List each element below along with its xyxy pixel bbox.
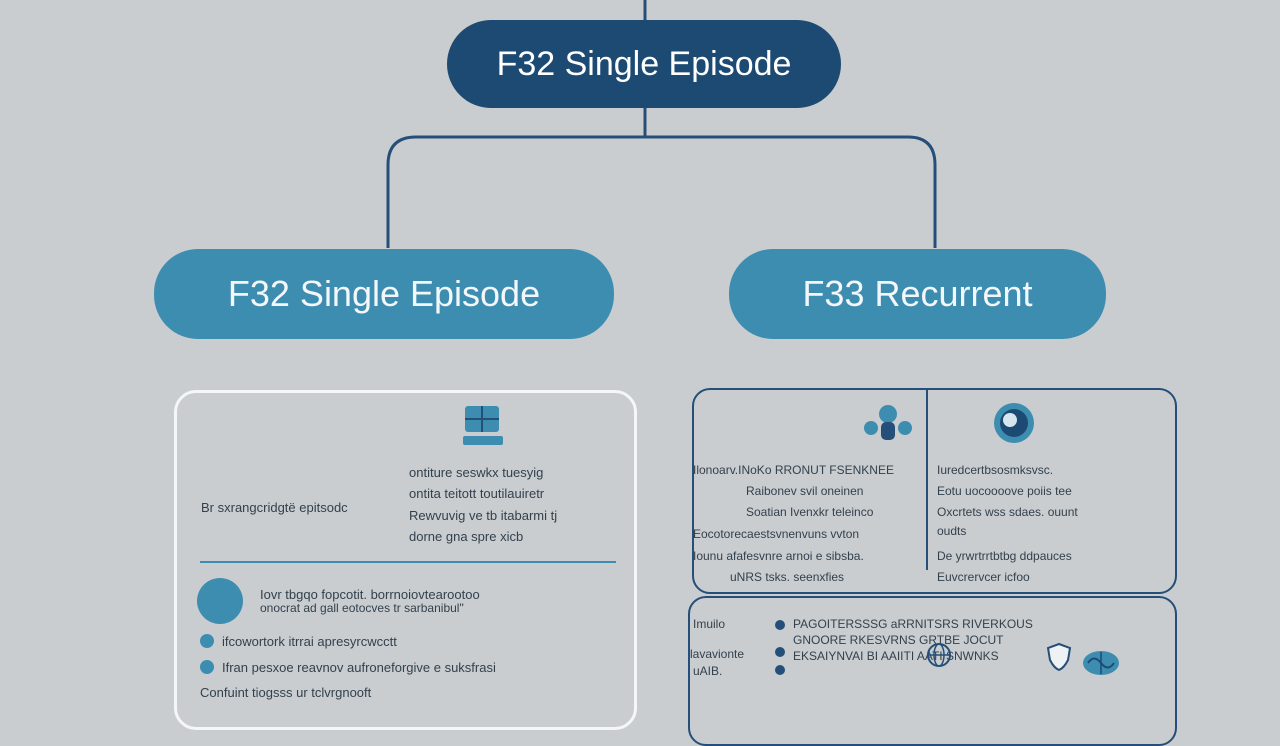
left-card-intro-line: onocrat ad gall eotocves tr sarbanibul": [260, 601, 464, 615]
bullet-dot-icon: [200, 634, 214, 648]
right-card-line: uNRS tsks. seenxfies: [730, 570, 845, 584]
left-card-bullet: ifcowortork itrrai apresyrcwcctt: [222, 634, 397, 649]
left-card-intro-line: Iovr tbgqo fopcotit. borrnoiovtearootoo: [260, 587, 480, 602]
brain-icon: [1083, 651, 1119, 675]
bullet-dot-icon: [775, 647, 785, 657]
right-card-line: Raibonev svil oneinen: [746, 484, 864, 498]
bullet-dot-icon: [775, 620, 785, 630]
left-card-bullet: Ifran pesxoe reavnov aufroneforgive e su…: [222, 660, 496, 675]
bullet-dot-icon: [197, 578, 243, 624]
branch-node-label: F32 Single Episode: [227, 273, 541, 314]
right-card-line: Iuredcertbsosmksvsc.: [937, 463, 1054, 477]
right-bottom-label: uAIB.: [693, 664, 723, 678]
shield-icon: [1046, 642, 1072, 672]
people-group-icon: [864, 405, 912, 440]
left-card-footer: Confuint tiogsss ur tclvrgnooft: [200, 685, 372, 700]
right-card-line: Ilonoarv.INoKo RRONUT FSENKNEE: [693, 463, 894, 477]
branch-node-single-episode[interactable]: F32 Single Episode: [154, 249, 614, 339]
left-card-side-label: Br sxrangcridgtë epitsodc: [201, 500, 348, 515]
left-detail-card: [174, 390, 637, 730]
root-node-label: F32 Single Episode: [496, 44, 792, 83]
right-card-line: Eocotorecaestsvnenvuns vvton: [693, 527, 860, 541]
connector-branch-split: [386, 135, 937, 248]
left-card-line: Rewvuvig ve tb itabarmi tj: [409, 508, 558, 523]
head-profile-icon: [994, 403, 1034, 443]
right-card-line: Iounu afafesvnre arnoi e sibsba.: [693, 549, 864, 563]
branch-node-label: F33 Recurrent: [802, 273, 1033, 314]
right-card-line: De yrwrtrrtbtbg ddpauces: [937, 549, 1072, 563]
right-bottom-line: EKSAIYNVAI BI AAIITI AATI SNWNKS: [793, 649, 999, 663]
left-card-divider: [200, 561, 616, 563]
globe-icon: [927, 643, 951, 667]
bullet-dot-icon: [200, 660, 214, 674]
right-card-line: Oxcrtets wss sdaes. ouunt: [937, 505, 1078, 519]
monitor-icon: [463, 406, 503, 445]
right-card-line: oudts: [937, 524, 967, 538]
right-card-line: Euvcrervcer icfoo: [937, 570, 1030, 584]
right-card-line: Soatian Ivenxkr teleinco: [746, 505, 874, 519]
right-bottom-line: PAGOITERSSSG aRRNITSRS RIVERKOUS: [793, 617, 1033, 631]
right-bottom-label: Imuilo: [693, 617, 726, 631]
left-card-line: dorne gna spre xicb: [409, 529, 524, 544]
tree-connectors: [386, 0, 937, 248]
right-bottom-label: lavavionte: [690, 647, 745, 661]
root-node[interactable]: F32 Single Episode: [447, 20, 841, 108]
left-card-line: ontiture seswkx tuesyig: [409, 465, 544, 480]
left-card-line: ontita teitott toutilauiretr: [409, 486, 545, 501]
branch-node-recurrent[interactable]: F33 Recurrent: [729, 249, 1106, 339]
bullet-dot-icon: [775, 665, 785, 675]
right-detail-card-top: [692, 388, 1177, 594]
right-bottom-line: GNOORE RKESVRNS GRTBE JOCUT: [793, 633, 1004, 647]
right-card-divider: [926, 390, 928, 570]
right-card-line: Eotu uocoooove poiis tee: [937, 484, 1072, 498]
